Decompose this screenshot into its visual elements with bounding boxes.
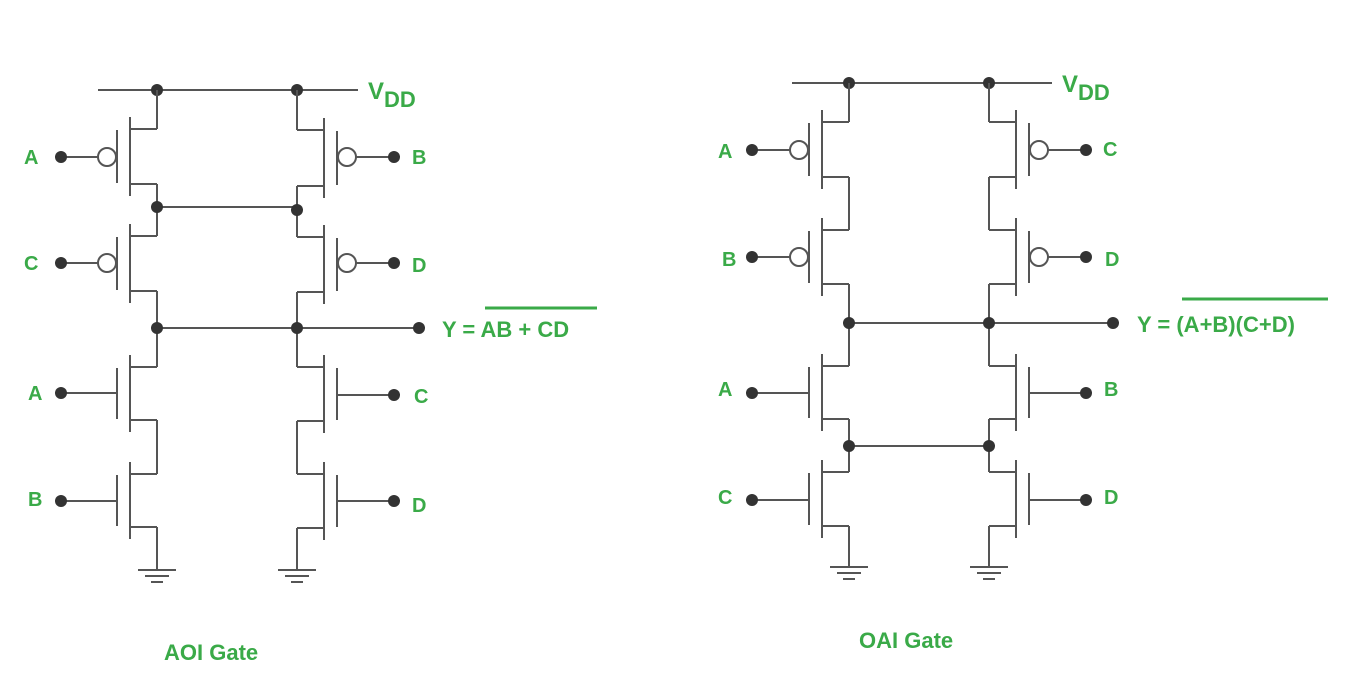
aoi-pmos-a <box>55 117 157 196</box>
oai-nmos-d-input-terminal <box>1080 494 1092 506</box>
aoi-mid-node-left <box>151 201 163 213</box>
oai-output-equation: Y = (A+B)(C+D) <box>1137 312 1295 337</box>
oai-pmos-d-input-terminal <box>1080 251 1092 263</box>
aoi-input-label-d-pmos: D <box>412 255 426 277</box>
aoi-pmos-b <box>297 118 400 198</box>
oai-input-label-c-nmos: C <box>718 487 732 509</box>
oai-input-label-b-pmos: B <box>722 249 736 271</box>
aoi-nmos-b-input-terminal <box>55 495 67 507</box>
oai-vdd-label: VDD <box>1062 71 1110 105</box>
aoi-nmos-c-input-terminal <box>388 389 400 401</box>
aoi-pmos-c <box>55 224 157 303</box>
oai-nmos-a <box>746 354 849 431</box>
oai-pmos-c-input-terminal <box>1080 144 1092 156</box>
aoi-pmos-c-inversion-bubble <box>97 253 117 273</box>
oai-ground-right <box>970 566 1008 580</box>
oai-input-label-c-pmos: C <box>1103 139 1117 161</box>
oai-input-label-a-nmos: A <box>718 379 732 401</box>
aoi-output-equation: Y = AB + CD <box>442 317 569 342</box>
oai-nmos-b-input-terminal <box>1080 387 1092 399</box>
aoi-caption: AOI Gate <box>164 640 258 665</box>
aoi-ground-left <box>138 569 176 583</box>
aoi-nmos-b <box>55 462 157 539</box>
oai-pmos-b <box>746 218 849 296</box>
oai-pmos-c <box>989 110 1092 189</box>
oai-output-node-right <box>983 317 995 329</box>
oai-input-label-b-nmos: B <box>1104 379 1118 401</box>
oai-ground-left <box>830 566 868 580</box>
aoi-output-terminal <box>413 322 425 334</box>
oai-nmos-c-input-terminal <box>746 494 758 506</box>
aoi-input-label-b-pmos: B <box>412 147 426 169</box>
aoi-pmos-a-input-terminal <box>55 151 67 163</box>
oai-pmos-a <box>746 110 849 189</box>
oai-nmos-a-input-terminal <box>746 387 758 399</box>
aoi-nmos-a-input-terminal <box>55 387 67 399</box>
aoi-input-label-d-nmos: D <box>412 495 426 517</box>
aoi-pmos-d-inversion-bubble <box>337 253 357 273</box>
oai-gate-circuit <box>746 77 1119 580</box>
aoi-pmos-d-input-terminal <box>388 257 400 269</box>
oai-pmos-a-input-terminal <box>746 144 758 156</box>
aoi-input-label-a-nmos: A <box>28 383 42 405</box>
oai-nmos-d <box>989 460 1092 538</box>
aoi-pmos-b-inversion-bubble <box>337 147 357 167</box>
oai-pmos-d <box>989 218 1092 296</box>
oai-pmos-b-input-terminal <box>746 251 758 263</box>
oai-mid-node-right <box>983 440 995 452</box>
aoi-nmos-d <box>297 462 400 540</box>
oai-input-label-d-pmos: D <box>1105 249 1119 271</box>
oai-mid-node-left <box>843 440 855 452</box>
oai-pmos-c-inversion-bubble <box>1029 140 1049 160</box>
aoi-nmos-a <box>55 355 157 432</box>
aoi-input-label-a-pmos: A <box>24 147 38 169</box>
oai-input-label-d-nmos: D <box>1104 487 1118 509</box>
aoi-input-label-c-pmos: C <box>24 253 38 275</box>
aoi-gate-circuit <box>55 84 425 583</box>
aoi-nmos-d-input-terminal <box>388 495 400 507</box>
aoi-vdd-label: VDD <box>368 78 416 112</box>
oai-caption: OAI Gate <box>859 628 953 653</box>
oai-pmos-a-inversion-bubble <box>789 140 809 160</box>
aoi-pmos-b-input-terminal <box>388 151 400 163</box>
oai-nmos-c <box>746 460 849 538</box>
aoi-mid-node-right <box>291 204 303 216</box>
oai-nmos-b <box>989 354 1092 431</box>
oai-output-terminal <box>1107 317 1119 329</box>
oai-output-node-left <box>843 317 855 329</box>
oai-input-label-a-pmos: A <box>718 141 732 163</box>
aoi-input-label-c-nmos: C <box>414 386 428 408</box>
aoi-pmos-a-inversion-bubble <box>97 147 117 167</box>
aoi-input-label-b-nmos: B <box>28 489 42 511</box>
aoi-pmos-d <box>297 225 400 304</box>
aoi-nmos-c <box>297 355 400 433</box>
aoi-output-node-left <box>151 322 163 334</box>
oai-pmos-b-inversion-bubble <box>789 247 809 267</box>
aoi-ground-right <box>278 569 316 583</box>
oai-pmos-d-inversion-bubble <box>1029 247 1049 267</box>
aoi-pmos-c-input-terminal <box>55 257 67 269</box>
aoi-output-node-right <box>291 322 303 334</box>
